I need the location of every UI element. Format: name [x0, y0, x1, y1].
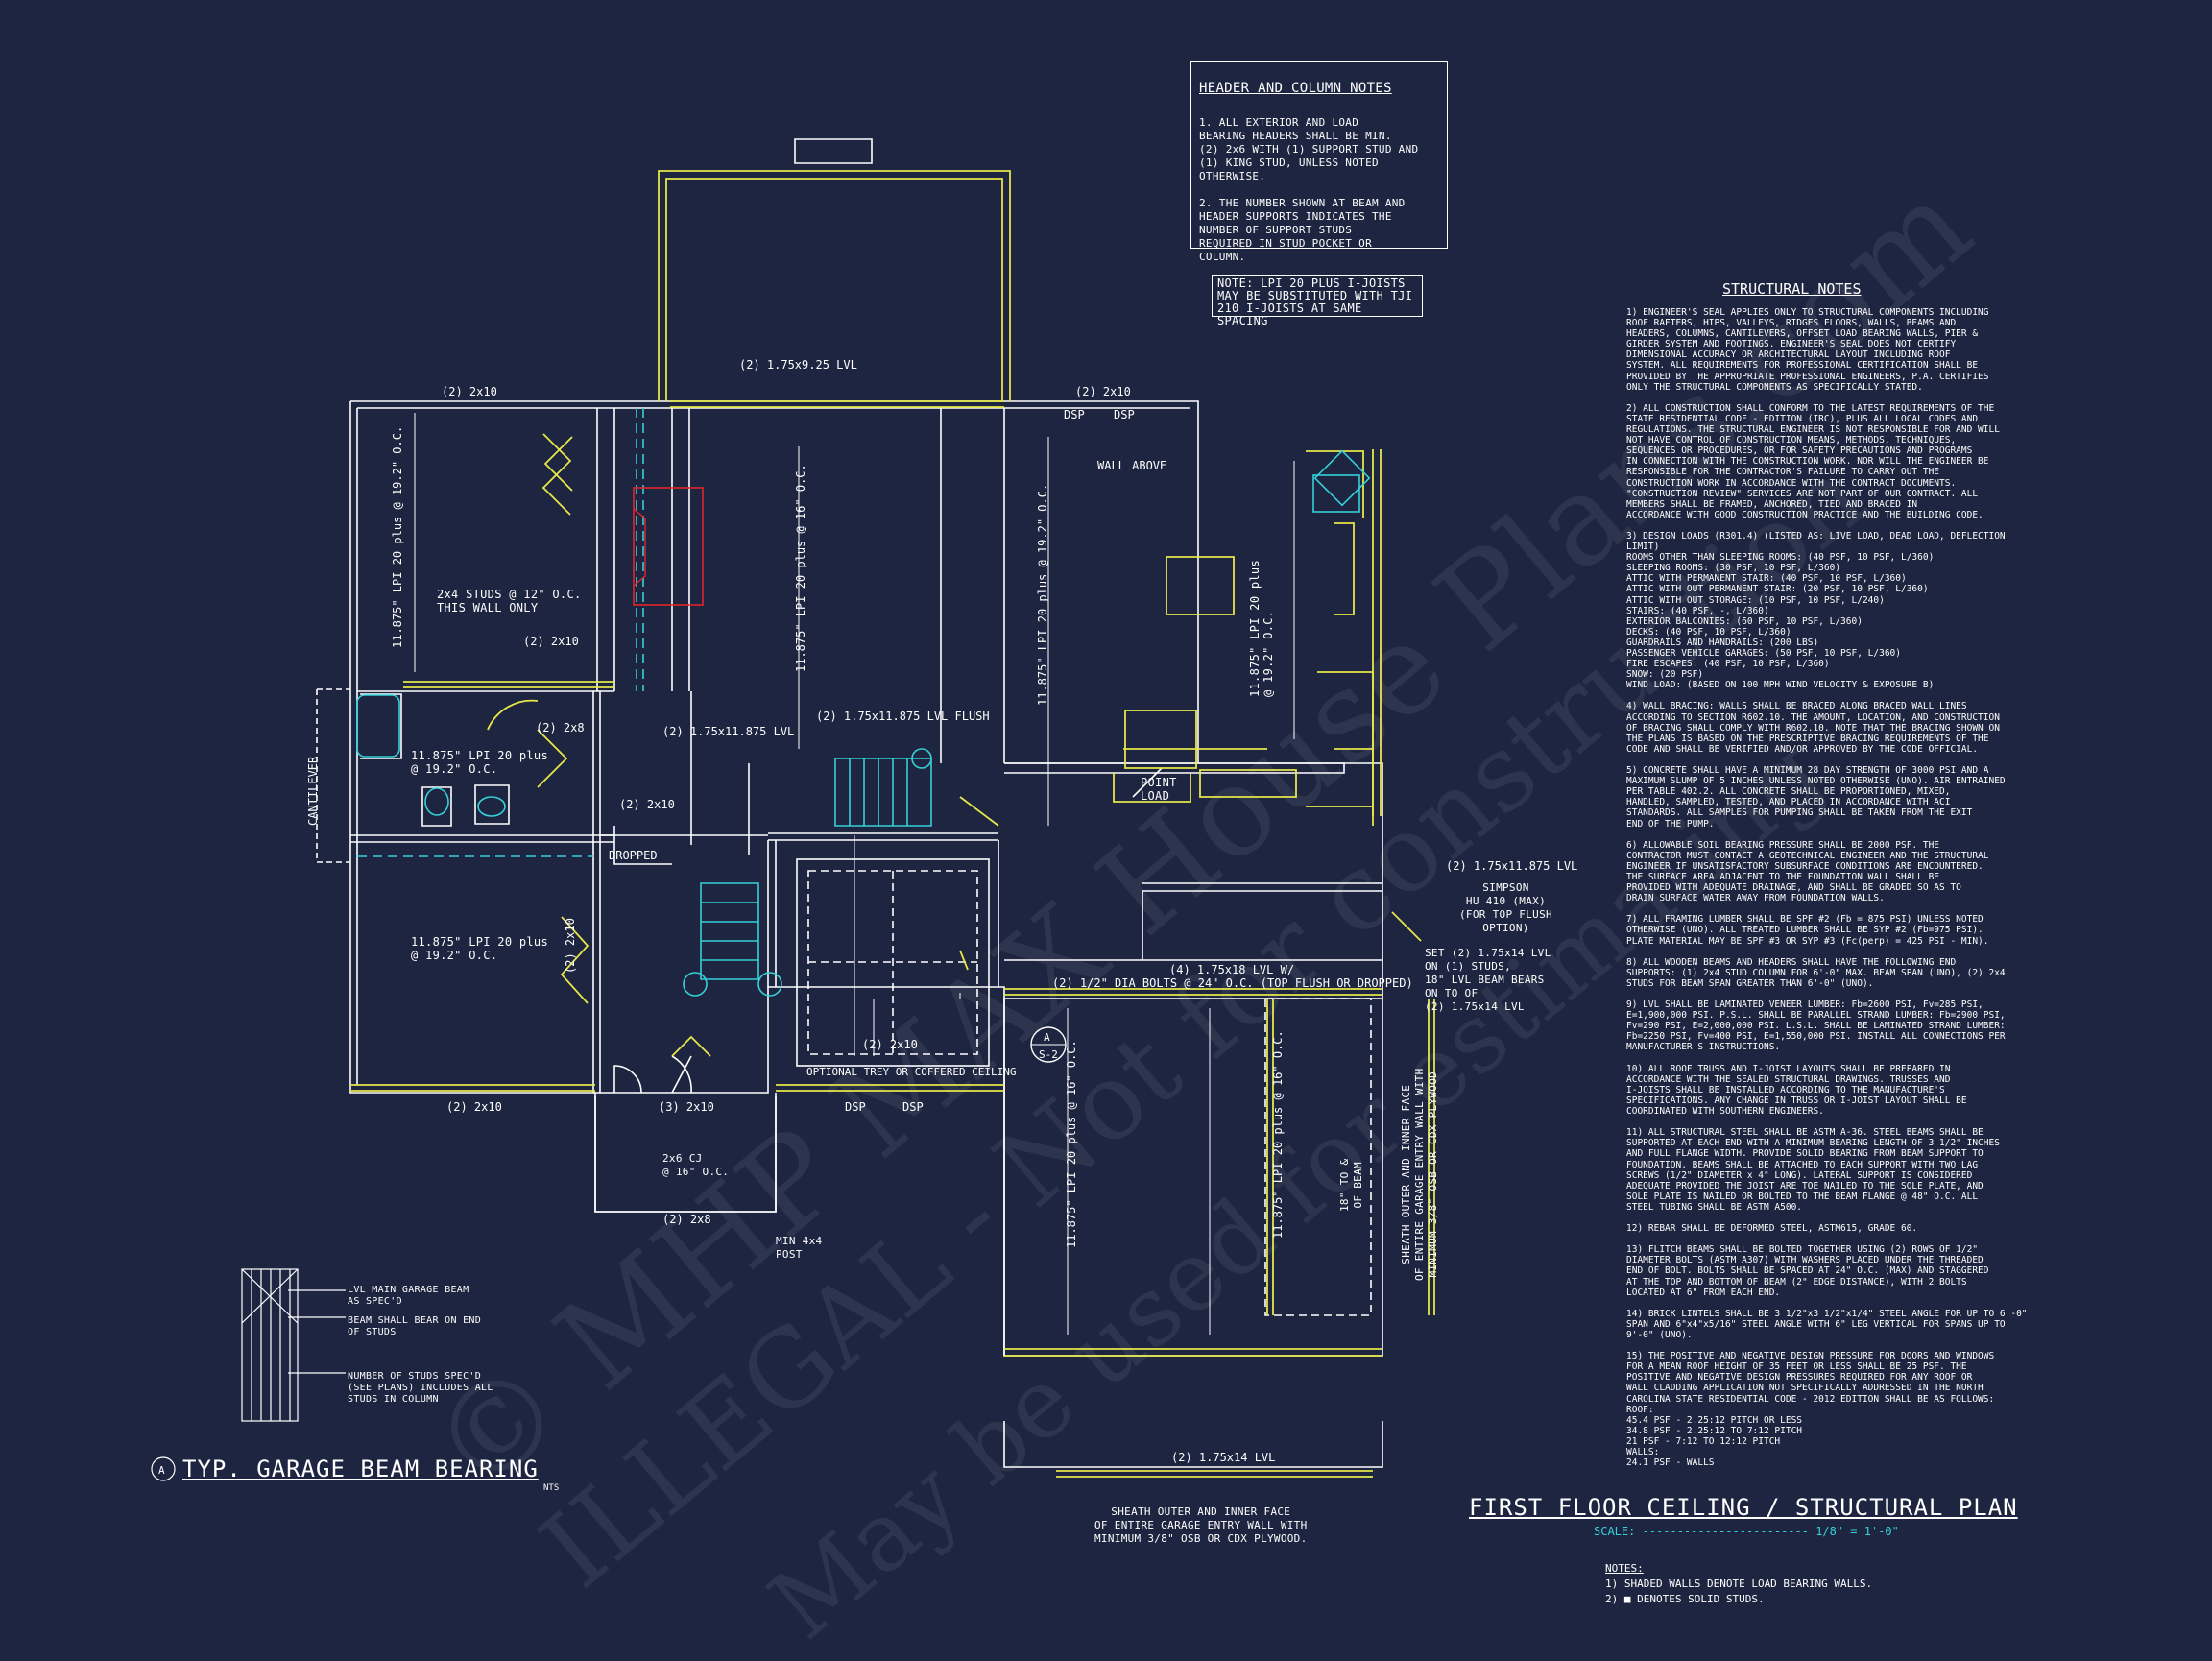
garage-lvl-label: (2) 1.75x14 LVL	[1171, 1451, 1275, 1464]
joist-tags: 11.875" LPI 20 plus @ 19.2" O.C. 11.875"…	[391, 426, 1285, 1248]
detail-callout: LVL MAIN GARAGE BEAM AS SPEC'D	[348, 1285, 469, 1307]
beam-tag: (2) 2x10	[619, 798, 675, 811]
plan-note-1: 1) SHADED WALLS DENOTE LOAD BEARING WALL…	[1605, 1577, 1873, 1590]
beam-tag: (2) 2x8	[536, 721, 585, 734]
joist-label: 11.875" LPI 20 plus @ 19.2" O.C.	[411, 935, 548, 962]
joist-label: 11.875" LPI 20 plus @ 19.2" O.C.	[411, 749, 548, 776]
lpi-note: NOTE: LPI 20 PLUS I-JOISTS MAY BE SUBSTI…	[1212, 275, 1423, 327]
fireplace	[633, 487, 704, 606]
joist-label: 11.875" LPI 20 plus @ 19.2" O.C.	[1248, 560, 1275, 697]
joist-label: 11.875" LPI 20 plus @ 19.2" O.C.	[391, 426, 404, 648]
optional-trey-label: OPTIONAL TREY OR COFFERED CEILING	[806, 1066, 1017, 1078]
plan-notes: NOTES: 1) SHADED WALLS DENOTE LOAD BEARI…	[1605, 1561, 1872, 1607]
beam-tag: (2) 2x10	[862, 1038, 918, 1051]
anchor-bolts-label: (2) 1/2" DIA BOLTS @ 24" O.C. (TOP FLUSH…	[1052, 976, 1413, 990]
cj-note: 2x6 CJ @ 16" O.C.	[662, 1152, 730, 1178]
joist-label: 11.875" LPI 20 plus @ 16" O.C.	[794, 464, 807, 672]
beam-tag: DSP	[1064, 408, 1085, 421]
detail-nts: NTS	[543, 1483, 560, 1493]
header-notes-text: 1. ALL EXTERIOR AND LOAD BEARING HEADERS…	[1199, 116, 1419, 263]
svg-text:S-2: S-2	[1039, 1048, 1058, 1061]
beam-tag: (3) 2x10	[659, 1100, 714, 1114]
beam-tag: (2) 2x10	[523, 635, 579, 648]
studs-note: 2x4 STUDS @ 12" O.C. THIS WALL ONLY	[437, 588, 582, 614]
beam-tag: (2) 2x8	[662, 1213, 711, 1226]
dropped-label: DROPPED	[609, 849, 658, 862]
plan-title: FIRST FLOOR CEILING / STRUCTURAL PLAN	[1469, 1494, 2018, 1521]
plan-notes-title: NOTES:	[1605, 1562, 1644, 1575]
sheath-right-note: SHEATH OUTER AND INNER FACE OF ENTIRE GA…	[1400, 1068, 1439, 1281]
beam-lines	[350, 170, 1435, 1478]
set-lvl-note: SET (2) 1.75x14 LVL ON (1) STUDS, 18" LV…	[1425, 947, 1551, 1013]
fixtures	[356, 408, 1371, 997]
detail-callout: BEAM SHALL BEAR ON END OF STUDS	[348, 1315, 482, 1337]
cantilever-label: CANTILEVER	[306, 756, 320, 826]
beam-tag: DSP	[902, 1100, 924, 1114]
section-marker: A S-2	[1030, 1026, 1067, 1063]
beam-tag: (2) 1.75x11.875 LVL FLUSH	[816, 710, 990, 723]
beam-tag: (2) 1.75x11.875 LVL	[662, 725, 794, 738]
beam-tag: (2) 2x10	[564, 918, 577, 974]
joist-label: 11.875" LPI 20 plus @ 16" O.C.	[1065, 1040, 1078, 1248]
beam-depth-note: 18" TO & OF BEAM	[1338, 1158, 1364, 1212]
header-notes-title: HEADER AND COLUMN NOTES	[1199, 81, 1392, 96]
joist-label: 11.875" LPI 20 plus @ 19.2" O.C.	[1036, 484, 1049, 706]
beam-tag: (2) 2x10	[446, 1100, 502, 1114]
sheath-bottom-note: SHEATH OUTER AND INNER FACE OF ENTIRE GA…	[1094, 1505, 1308, 1545]
header-notes-box: HEADER AND COLUMN NOTES 1. ALL EXTERIOR …	[1190, 61, 1448, 263]
joist-label: 11.875" LPI 20 plus @ 16" O.C.	[1271, 1030, 1285, 1239]
plan-note-2: 2) ■ DENOTES SOLID STUDS.	[1605, 1593, 1765, 1605]
min-post-note: MIN 4x4 POST	[776, 1235, 823, 1261]
structural-notes-title: STRUCTURAL NOTES	[1722, 280, 1862, 298]
wall-above-label: WALL ABOVE	[1097, 459, 1166, 472]
svg-text:A: A	[1044, 1031, 1050, 1044]
simpson-note: SIMPSON HU 410 (MAX) (FOR TOP FLUSH OPTI…	[1459, 881, 1552, 934]
beam-bearing-detail	[151, 1268, 346, 1481]
exterior-wall	[350, 400, 1383, 1357]
detail-title: TYP. GARAGE BEAM BEARING	[182, 1456, 539, 1482]
point-load-label: POINT LOAD	[1141, 776, 1177, 803]
detail-marker: A	[158, 1464, 165, 1477]
beam-4lvl-label: (4) 1.75x18 LVL W/	[1169, 963, 1294, 976]
beam-tag: DSP	[1114, 408, 1135, 421]
scale-label: SCALE: ------------------------ 1/8" = 1…	[1594, 1525, 1899, 1538]
beam-tags: (2) 2x10 (2) 1.75x9.25 LVL (2) 2x10 DSP …	[442, 358, 1577, 1226]
beam-tag: (2) 1.75x9.25 LVL	[739, 358, 857, 372]
structural-notes-text: 1) ENGINEER'S SEAL APPLIES ONLY TO STRUC…	[1626, 307, 2028, 1469]
beam-tag: (2) 1.75x11.875 LVL	[1446, 859, 1577, 873]
detail-callout: NUMBER OF STUDS SPEC'D (SEE PLANS) INCLU…	[348, 1371, 493, 1405]
beam-tag: (2) 2x10	[1075, 385, 1131, 398]
beam-tag: (2) 2x10	[442, 385, 497, 398]
beam-tag: DSP	[845, 1100, 866, 1114]
